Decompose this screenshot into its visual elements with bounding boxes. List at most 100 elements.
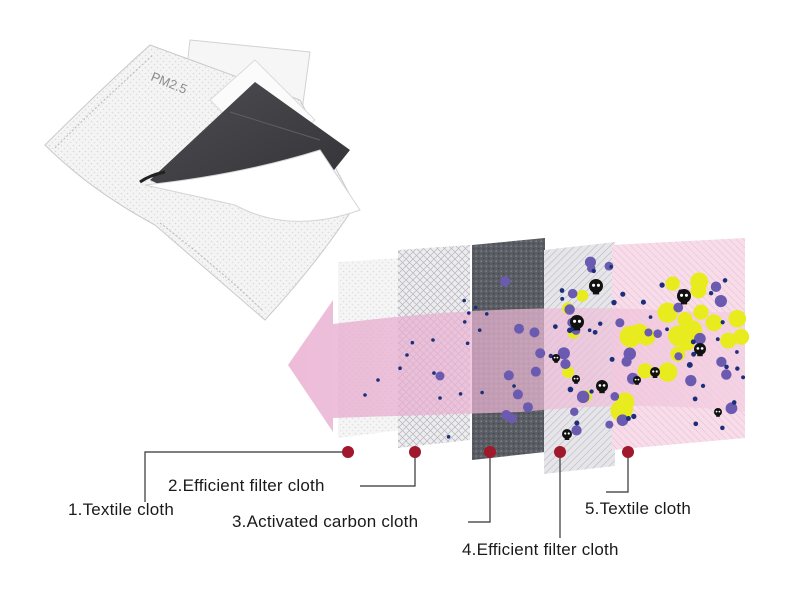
particle-navy [625, 415, 631, 421]
particle-navy [631, 413, 637, 420]
particle-purple [721, 369, 732, 380]
particle-navy [659, 282, 665, 288]
skull-icon [633, 376, 641, 384]
particle-purple [674, 352, 683, 361]
skull-icon-jaw [564, 437, 570, 440]
leader-line-5 [606, 452, 629, 493]
particle-purple [570, 407, 579, 416]
skull-icon-eye [573, 377, 576, 380]
particle-navy [640, 299, 646, 305]
layer-marker-2 [409, 446, 421, 458]
particle-navy [700, 383, 706, 388]
particle-purple [615, 318, 625, 328]
skull-icon-eye [684, 293, 688, 297]
particle-navy [512, 384, 516, 388]
skull-icon [677, 289, 691, 303]
particle-purple [564, 304, 575, 315]
particle-navy [376, 378, 380, 382]
particle-navy [465, 341, 470, 346]
particle-purple [435, 371, 445, 381]
particle-yellow [630, 323, 649, 343]
skull-icon [570, 315, 584, 329]
particle-purple [714, 294, 727, 308]
skull-icon-eye [700, 347, 704, 350]
particle-navy [466, 311, 471, 315]
skull-icon-eye [576, 377, 579, 380]
particle-purple [673, 302, 684, 313]
particle-yellow [693, 304, 709, 320]
particle-purple [522, 402, 533, 413]
leader-line-3 [468, 452, 491, 523]
particle-navy [609, 264, 613, 269]
particle-navy [480, 390, 484, 395]
skull-icon [572, 375, 580, 383]
skull-icon-eye [553, 356, 556, 359]
skull-icon-eye [637, 378, 640, 381]
particle-navy [484, 312, 489, 316]
skull-icon-jaw [652, 375, 658, 378]
particle-navy [598, 321, 603, 326]
layer-marker-5 [622, 446, 634, 458]
particle-navy [405, 353, 409, 357]
skull-icon-eye [634, 378, 637, 381]
label-layer-5: 5.Textile cloth [585, 499, 691, 518]
particle-navy [611, 299, 617, 306]
particle-navy [690, 339, 696, 345]
skull-icon-jaw [716, 415, 720, 417]
pollutant-particles [363, 256, 750, 440]
particle-yellow [690, 282, 707, 299]
particle-navy [567, 386, 574, 393]
particle-yellow [665, 276, 680, 291]
particle-yellow [668, 325, 689, 347]
particle-purple [503, 370, 514, 381]
particle-navy [692, 396, 698, 402]
particle-purple [567, 288, 578, 299]
particle-navy [462, 298, 466, 303]
skull-icon-jaw [599, 390, 605, 394]
skull-icon-eye [596, 283, 600, 287]
particle-purple [644, 328, 653, 337]
particle-navy [741, 375, 746, 380]
particle-navy [592, 329, 598, 335]
skull-icon [714, 408, 722, 416]
particle-purple [571, 425, 582, 436]
particle-purple [605, 420, 614, 429]
skull-icon-jaw [680, 301, 688, 305]
skull-icon-eye [577, 319, 581, 323]
particle-navy [458, 392, 463, 396]
particle-purple [535, 348, 546, 359]
particle-navy [589, 389, 594, 394]
particle-navy [398, 366, 402, 371]
skull-icon-eye [598, 384, 602, 387]
particle-yellow [576, 289, 589, 302]
layer-marker-1 [342, 446, 354, 458]
label-layer-4: 4.Efficient filter cloth [462, 540, 619, 559]
particle-navy [735, 366, 740, 371]
skull-icon-jaw [574, 382, 578, 384]
skull-icon-eye [573, 319, 577, 323]
particle-navy [735, 350, 739, 354]
particle-navy [720, 320, 725, 325]
skull-icon-jaw [697, 353, 703, 357]
particle-yellow [658, 362, 678, 382]
particle-purple [725, 402, 738, 415]
particle-yellow [720, 332, 737, 349]
label-leader-lines [144, 451, 629, 538]
skull-icon-jaw [573, 327, 581, 331]
particle-purple [514, 323, 525, 334]
particle-navy [648, 315, 653, 319]
particle-yellow [728, 309, 747, 328]
particle-yellow [637, 363, 653, 379]
particle-navy [462, 320, 467, 324]
particle-yellow [733, 328, 750, 345]
particle-navy [620, 291, 626, 297]
particle-purple [616, 414, 629, 426]
skull-icon-eye [718, 410, 721, 413]
skull-icon [650, 367, 660, 377]
leader-line-2 [360, 452, 416, 487]
particle-navy [574, 420, 580, 426]
particle-navy [609, 356, 615, 362]
particle-purple [623, 347, 637, 361]
particle-navy [560, 296, 565, 301]
particle-navy [591, 268, 596, 274]
